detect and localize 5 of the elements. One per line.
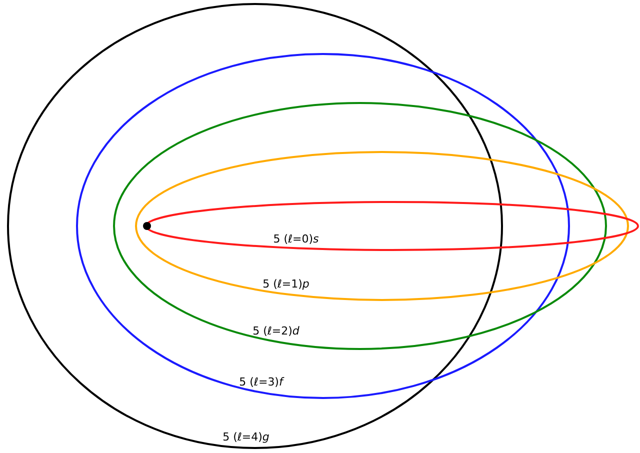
orbit-label: 5 (ℓ=4)g	[222, 432, 270, 442]
orbit-label: 5 (ℓ=3)f	[239, 376, 283, 388]
orbit-label: 5 (ℓ=0)s	[273, 234, 319, 244]
orbit-label: 5 (ℓ=2)d	[252, 326, 300, 336]
orbit-label: 5 (ℓ=1)p	[262, 278, 310, 290]
